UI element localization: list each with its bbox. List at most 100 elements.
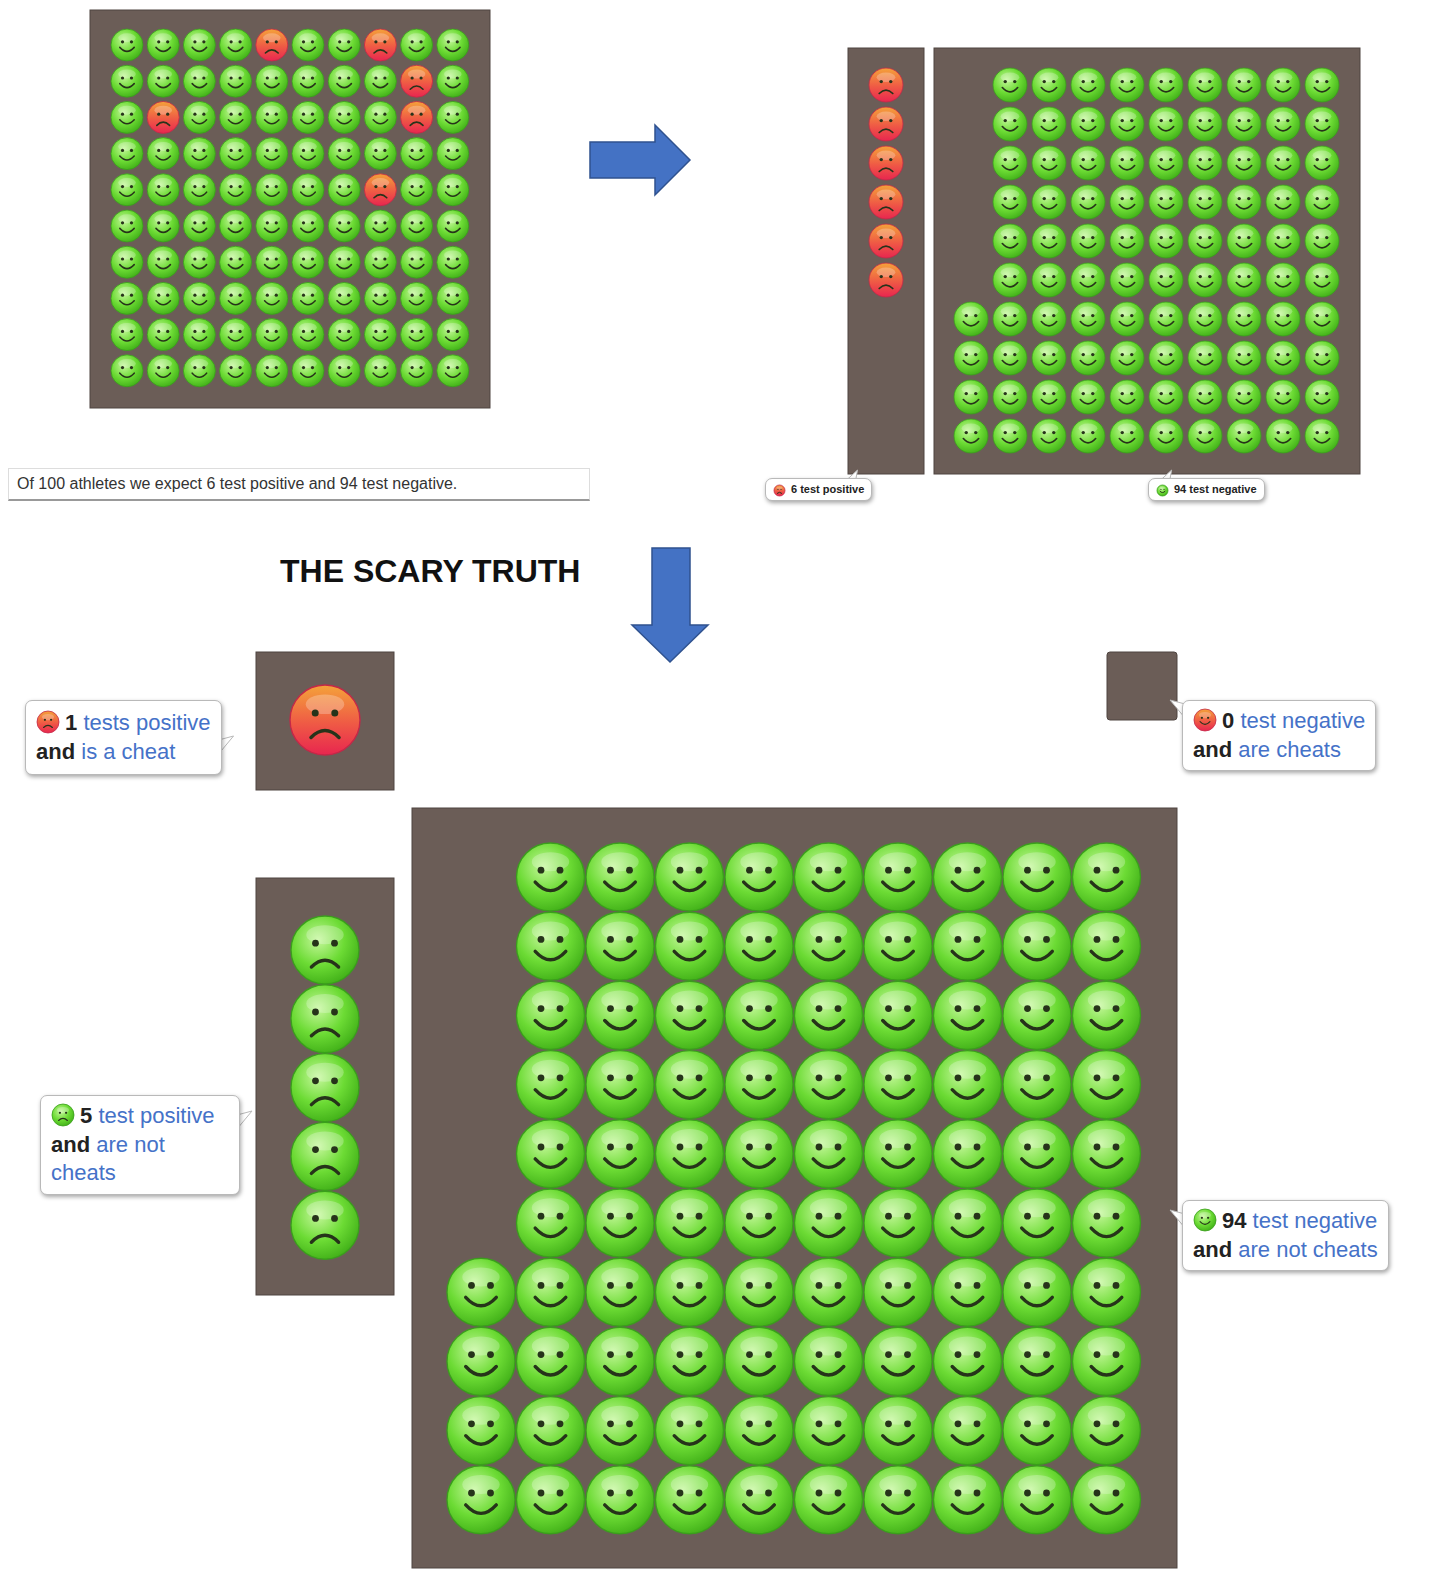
face-mouth	[605, 1228, 636, 1237]
face-shine	[444, 70, 462, 79]
face-disc	[256, 29, 288, 61]
green-face	[1071, 263, 1105, 297]
green-face	[1188, 302, 1222, 336]
face-mouth	[1200, 722, 1210, 725]
face-disc	[147, 282, 179, 314]
face-shine	[601, 1475, 638, 1494]
face-shine	[408, 251, 426, 260]
face-disc	[220, 174, 252, 206]
green-face	[437, 246, 469, 278]
face-eye	[626, 1213, 633, 1220]
face-disc	[993, 263, 1027, 297]
face-eye	[383, 294, 386, 297]
gap	[90, 1132, 96, 1157]
face-mouth	[301, 265, 315, 269]
face-eye	[419, 221, 422, 224]
face-disc	[864, 1258, 932, 1326]
face-eye	[607, 1144, 614, 1151]
face-disc	[1149, 146, 1183, 180]
face-eye	[468, 1282, 475, 1289]
face-icon	[51, 1103, 75, 1127]
face-disc	[993, 341, 1027, 375]
green-face	[1149, 419, 1183, 453]
green-face	[1266, 68, 1300, 102]
green-face	[1227, 341, 1261, 375]
green-face	[292, 174, 324, 206]
face-eye	[130, 76, 133, 79]
face-shine	[227, 70, 245, 79]
green-face	[1032, 341, 1066, 375]
face-eye	[607, 1282, 614, 1289]
face-disc	[401, 246, 433, 278]
face-eye	[1238, 353, 1241, 356]
face-disc	[869, 224, 903, 258]
face-eye	[1004, 353, 1007, 356]
face-mouth	[952, 1436, 983, 1445]
face-mouth	[1022, 951, 1053, 960]
face-shine	[444, 287, 462, 296]
face-mouth	[446, 301, 460, 305]
face-eye	[1169, 392, 1172, 395]
face-eye	[266, 330, 269, 333]
face-eye	[1052, 392, 1055, 395]
face-disc	[1188, 263, 1222, 297]
face-disc	[869, 146, 903, 180]
face-mouth	[1091, 1090, 1122, 1099]
face-eye	[157, 221, 160, 224]
face-disc	[725, 1397, 793, 1465]
face-eye	[1113, 1351, 1120, 1358]
face-shine	[1199, 712, 1211, 718]
face-shine	[879, 991, 916, 1010]
face-disc	[1071, 68, 1105, 102]
face-disc	[183, 246, 215, 278]
face-disc	[111, 246, 143, 278]
face-eye	[880, 119, 883, 122]
face-shine	[118, 142, 136, 151]
face-eye	[230, 330, 233, 333]
face-shine	[776, 486, 782, 489]
face-mouth	[311, 1029, 338, 1036]
face-mouth	[883, 1090, 914, 1099]
face-disc	[1266, 263, 1300, 297]
face-shine	[532, 1475, 569, 1494]
face-eye	[347, 330, 350, 333]
face-eye	[1024, 1351, 1031, 1358]
green-face	[656, 1120, 724, 1188]
green-face	[656, 1189, 724, 1257]
face-eye	[607, 1490, 614, 1497]
green-face	[147, 246, 179, 278]
face-disc	[993, 185, 1027, 219]
green-face	[1194, 1209, 1216, 1231]
face-shine	[227, 106, 245, 115]
green-face	[934, 1397, 1002, 1465]
face-shine	[227, 142, 245, 151]
face-eye	[885, 1490, 892, 1497]
face-eye	[1169, 275, 1172, 278]
face-shine	[118, 214, 136, 223]
face-disc	[954, 341, 988, 375]
face-shine	[335, 251, 353, 260]
green-face	[256, 355, 288, 387]
face-eye	[193, 221, 196, 224]
face-eye	[456, 257, 459, 260]
face-mouth	[605, 1021, 636, 1030]
face-mouth	[120, 84, 134, 88]
face-mouth	[410, 122, 423, 125]
face-disc	[656, 1327, 724, 1395]
face-eye	[275, 330, 278, 333]
face-eye	[383, 366, 386, 369]
face-eye	[626, 1351, 633, 1358]
face-disc	[437, 355, 469, 387]
face-eye	[374, 149, 377, 152]
face-disc	[147, 246, 179, 278]
face-eye	[411, 185, 414, 188]
face-eye	[121, 257, 124, 260]
face-eye	[1094, 1420, 1101, 1427]
face-disc	[364, 138, 396, 170]
face-mouth	[157, 122, 170, 125]
face-eye	[557, 936, 564, 943]
green-face	[111, 29, 143, 61]
callout-text: 94	[1222, 1208, 1246, 1233]
face-eye	[1004, 275, 1007, 278]
face-mouth	[228, 301, 242, 305]
